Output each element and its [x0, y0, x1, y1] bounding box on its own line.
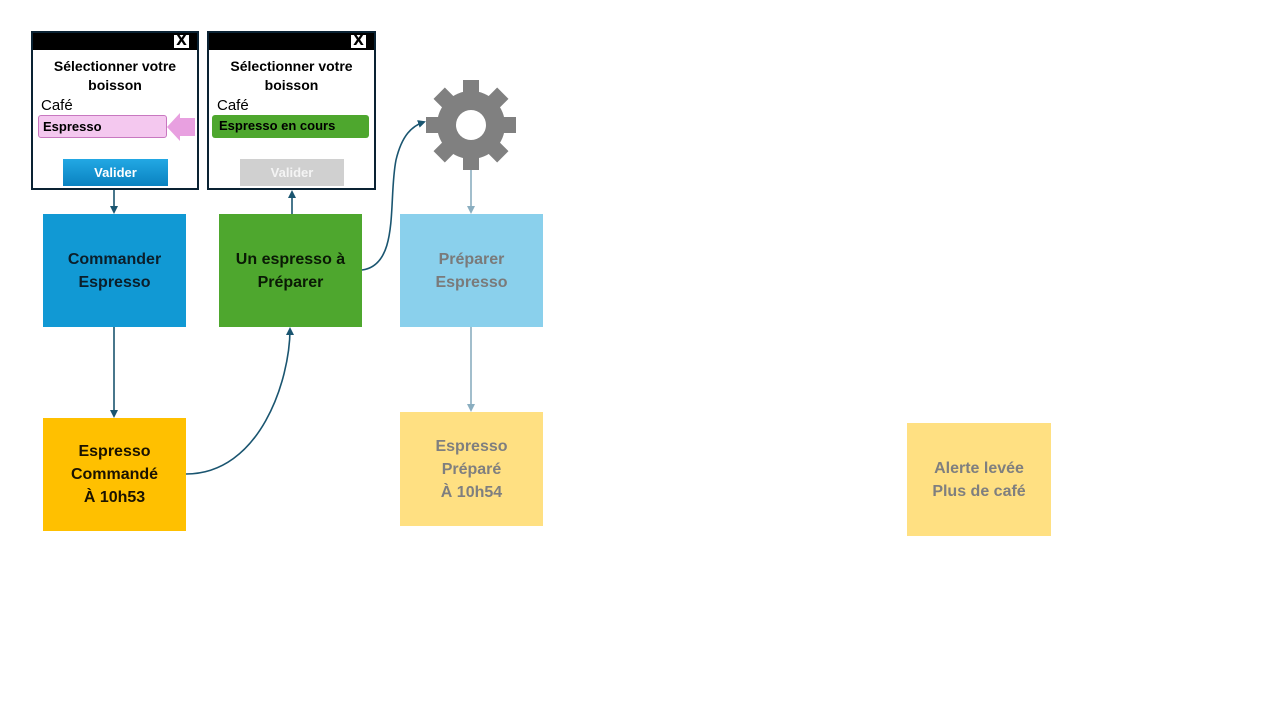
validate-button[interactable]: Valider: [63, 159, 168, 186]
prompt-line-1: Sélectionner votre: [230, 58, 353, 74]
progress-screen-prompt: Sélectionner votre boisson: [209, 57, 374, 95]
selection-pointer-icon: [167, 113, 195, 141]
box-line: Un espresso à: [235, 250, 346, 268]
box-espresso-a-preparer: Un espresso à Préparer: [219, 214, 362, 327]
arrow-commande-to-a-preparer: [185, 327, 294, 475]
box-alerte-levee: Alerte levée Plus de café: [907, 423, 1051, 536]
box-line: Préparer: [438, 250, 505, 268]
option-cafe[interactable]: Café: [41, 97, 73, 114]
box-line: Préparer: [257, 273, 324, 291]
box-espresso-prepare: Espresso Préparé À 10h54: [400, 412, 543, 526]
validate-button-disabled: Valider: [240, 159, 344, 186]
box-line: Espresso: [435, 437, 508, 455]
prompt-line-1: Sélectionner votre: [53, 58, 177, 74]
box-line: Alerte levée: [934, 459, 1024, 477]
option-espresso-selected[interactable]: Espresso: [38, 115, 167, 138]
box-commander-espresso: Commander Espresso: [43, 214, 186, 327]
order-screen-titlebar: [33, 33, 197, 50]
box-line: À 10h54: [440, 483, 503, 501]
progress-screen-titlebar: [209, 33, 374, 50]
box-line: Commandé: [70, 466, 159, 483]
box-espresso-commande: Espresso Commandé À 10h53: [43, 418, 186, 531]
order-screen-prompt: Sélectionner votre boisson: [33, 57, 197, 95]
box-line: Plus de café: [932, 482, 1026, 500]
arrow-a-preparer-to-gear: [361, 120, 426, 271]
box-line: À 10h53: [83, 489, 146, 506]
close-icon[interactable]: X: [351, 34, 366, 48]
gear-icon: [426, 80, 516, 170]
box-line: Espresso: [435, 273, 508, 291]
prompt-line-2: boisson: [88, 77, 142, 93]
order-screen: X Sélectionner votre boisson Café Espres…: [31, 31, 199, 190]
box-line: Commander: [67, 250, 162, 268]
box-preparer-espresso: Préparer Espresso: [400, 214, 543, 327]
progress-screen: X Sélectionner votre boisson Café Espres…: [207, 31, 376, 190]
box-line: Espresso: [78, 273, 151, 291]
box-line: Préparé: [441, 460, 502, 478]
prompt-line-2: boisson: [264, 77, 319, 93]
box-line: Espresso: [78, 443, 151, 460]
close-icon[interactable]: X: [174, 34, 189, 48]
option-cafe: Café: [217, 97, 249, 114]
option-espresso-in-progress: Espresso en cours: [212, 115, 369, 138]
